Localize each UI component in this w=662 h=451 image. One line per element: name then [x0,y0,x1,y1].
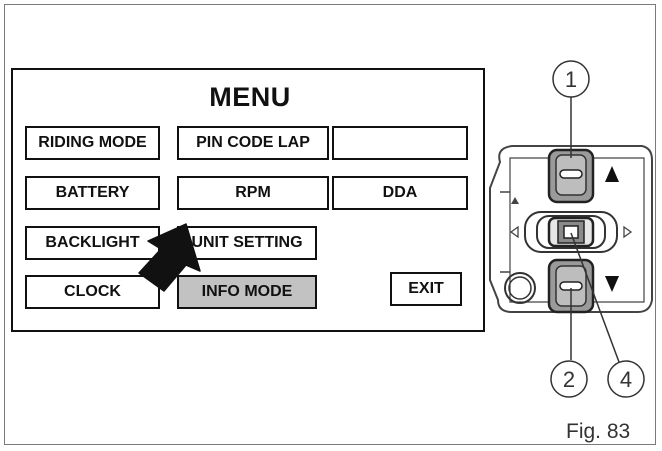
callout-circle-4 [607,360,645,398]
rpm-button[interactable]: RPM [177,176,329,210]
up-arrow-icon [605,166,619,182]
info-mode-button[interactable]: INFO MODE [177,275,317,309]
callout-number-4: 4 [620,367,632,392]
callout-circle-2 [550,360,588,398]
backlight-button[interactable]: BACKLIGHT [25,226,160,260]
menu-screen: MENU RIDING MODE PIN CODE LAP BATTERY RP… [11,68,485,332]
menu-title: MENU [209,82,291,112]
right-arrow-icon [623,225,633,239]
callout-circle-1 [552,60,590,98]
leader-line-4 [570,232,620,363]
exit-button[interactable]: EXIT [390,272,462,306]
pin-code-lap-button[interactable]: PIN CODE LAP [177,126,329,160]
small-up-marker-icon [511,197,519,204]
handlebar-switch-icon [489,145,653,314]
empty-menu-slot[interactable] [332,126,468,160]
callout-number-1: 1 [565,67,577,92]
figure-frame [4,4,656,445]
riding-mode-button[interactable]: RIDING MODE [25,126,160,160]
down-arrow-icon [605,276,619,292]
clock-button[interactable]: CLOCK [25,275,160,309]
unit-setting-button[interactable]: UNIT SETTING [177,226,317,260]
battery-button[interactable]: BATTERY [25,176,160,210]
callout-number-2: 2 [563,367,575,392]
dda-button[interactable]: DDA [332,176,468,210]
left-arrow-icon [509,225,519,239]
selection-arrow-icon [138,223,201,292]
figure-caption: Fig. 83 [566,420,631,443]
